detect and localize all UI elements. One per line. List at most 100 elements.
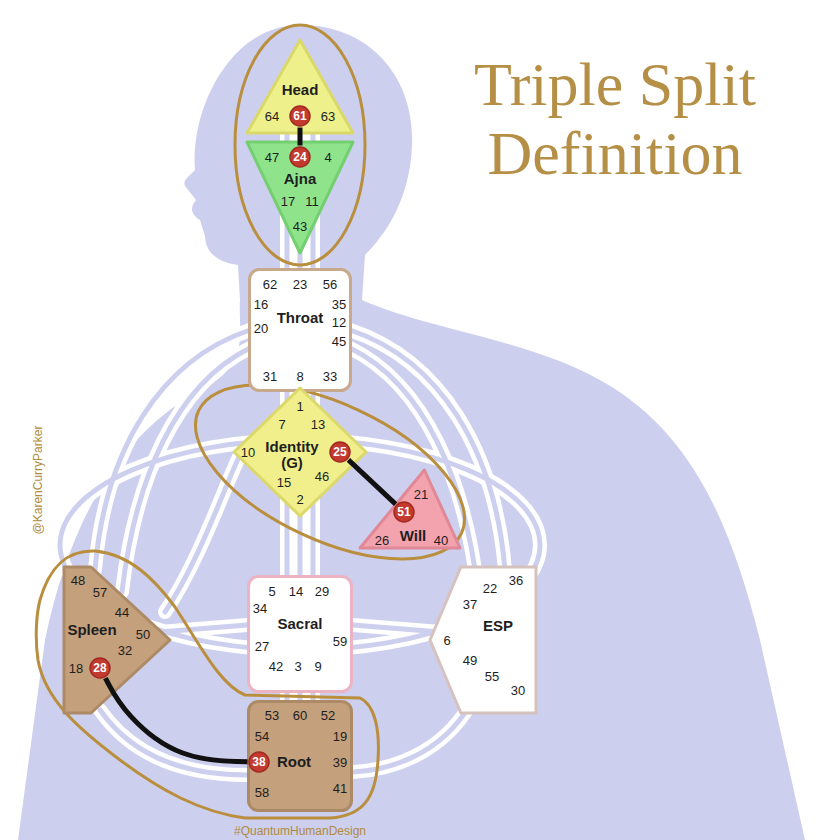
gate-number: 23 [293, 277, 307, 292]
channel-lane [353, 625, 440, 632]
gate-number: 43 [293, 219, 307, 234]
gate-number: 6 [443, 633, 450, 648]
gate-number: 2 [296, 492, 303, 507]
gate-number: 57 [93, 585, 107, 600]
gate-number: 5 [268, 584, 275, 599]
gate-dot [394, 502, 414, 522]
gate-number: 36 [509, 573, 523, 588]
gate-number: 4 [324, 150, 331, 165]
center-name: Spleen [67, 622, 116, 638]
active-gate-number: 61 [293, 109, 306, 124]
gate-number: 15 [277, 475, 291, 490]
head-center: 61Head6463 [245, 38, 355, 135]
gate-number: 64 [265, 109, 279, 124]
gate-number: 17 [281, 194, 295, 209]
identity-center: 25171310Identity (G)15462 [232, 386, 368, 518]
spleen-center: 28485744Spleen503218 [62, 565, 172, 715]
gate-number: 14 [289, 584, 303, 599]
throat-center: 6223561635Throat20124531833 [248, 268, 352, 392]
gate-number: 46 [315, 469, 329, 484]
definition-rings [36, 25, 490, 818]
center-name: Sacral [277, 616, 322, 632]
active-gate-number: 24 [293, 150, 306, 165]
gate-number: 10 [241, 445, 255, 460]
channel-lane [353, 625, 440, 632]
center-name: Ajna [284, 171, 317, 187]
channel-lane [165, 455, 240, 612]
center-name: Head [282, 82, 319, 98]
gate-number: 41 [333, 781, 347, 796]
will-center: 51 21 26 Will 40 [358, 468, 462, 550]
gate-number: 47 [265, 150, 279, 165]
definition-ring [235, 25, 365, 265]
active-gate: 51 [393, 501, 415, 523]
gate-dot [249, 752, 269, 772]
sacral-center: 5142934Sacral59274239 [247, 575, 353, 693]
gate-number: 21 [414, 487, 428, 502]
gate-number: 44 [115, 605, 129, 620]
active-gate: 28 [89, 657, 111, 679]
gate-number: 16 [254, 297, 268, 312]
channel-lane [165, 455, 240, 612]
gate-number: 13 [311, 417, 325, 432]
channel-lane [95, 330, 250, 570]
active-gate-number: 38 [252, 755, 265, 770]
center-shape [249, 577, 352, 692]
center-shape [360, 470, 460, 548]
gate-number: 19 [333, 729, 347, 744]
gate-number: 22 [483, 581, 497, 596]
active-gate-number: 28 [93, 661, 106, 676]
gate-number: 59 [333, 634, 347, 649]
gate-number: 11 [305, 194, 319, 209]
center-shape [234, 388, 366, 516]
esp-center: 2236376ESP495530 [428, 565, 538, 715]
channel-lane [353, 705, 470, 772]
watermark: #QuantumHumanDesign [234, 825, 366, 838]
center-shape [249, 702, 352, 811]
definition-ring [36, 551, 378, 818]
center-shape [430, 567, 536, 713]
gate-number: 3 [294, 659, 301, 674]
center-name: Throat [277, 310, 324, 326]
gate-number: 60 [293, 708, 307, 723]
center-shape [247, 142, 353, 253]
gate-number: 26 [375, 533, 389, 548]
gate-number: 12 [332, 315, 346, 330]
channel-lane [353, 705, 470, 772]
gate-number: 27 [255, 639, 269, 654]
gate-number: 62 [263, 277, 277, 292]
channel-lane [100, 710, 247, 775]
gate-number: 40 [434, 533, 448, 548]
center-name: Identity (G) [260, 439, 324, 471]
center-outline [62, 565, 172, 715]
gate-number: 33 [323, 369, 337, 384]
gate-number: 48 [71, 573, 85, 588]
center-shape [250, 270, 351, 391]
root-center: 385360525419Root395841 [247, 700, 353, 812]
gate-dot [90, 658, 110, 678]
gate-number: 55 [485, 669, 499, 684]
active-gate: 25 [329, 441, 351, 463]
active-gate-number: 51 [397, 505, 410, 520]
defined-channel [348, 460, 395, 504]
center-name: Will [400, 528, 427, 544]
center-shape [247, 40, 353, 133]
ajna-center: 24 47 4Ajna 17 11 43 [245, 140, 355, 255]
gate-number: 49 [463, 653, 477, 668]
active-gate-number: 25 [333, 445, 346, 460]
gate-number: 34 [253, 601, 267, 616]
gate-number: 31 [263, 369, 277, 384]
center-shape [64, 567, 170, 713]
channel-lane [160, 625, 247, 632]
gate-number: 50 [136, 627, 150, 642]
gate-number: 9 [314, 659, 321, 674]
defined-channel [105, 678, 247, 762]
channel-lane [100, 710, 247, 775]
watermark: @KarenCurryParker [32, 426, 45, 535]
gate-number: 18 [69, 661, 83, 676]
gate-number: 54 [255, 729, 269, 744]
gate-dot [290, 106, 310, 126]
gate-number: 20 [254, 321, 268, 336]
gate-number: 1 [296, 399, 303, 414]
center-name: ESP [483, 618, 513, 634]
